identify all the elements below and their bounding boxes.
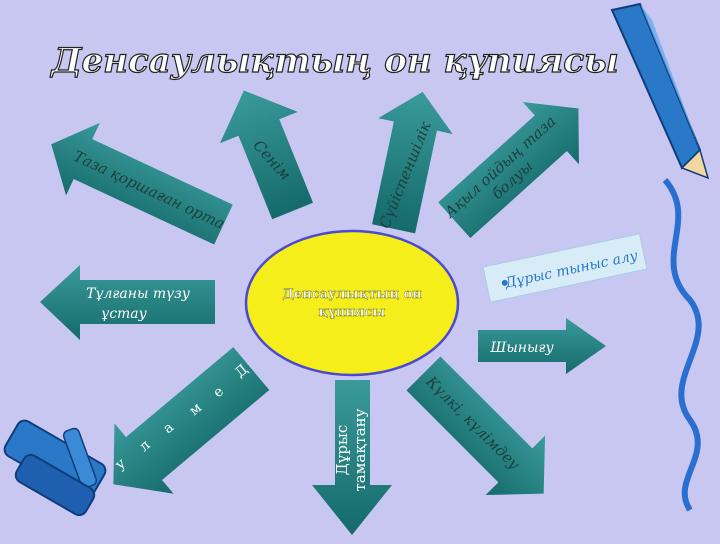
arrow-posture: Тұлғаны түзу ұстау bbox=[40, 265, 215, 340]
arrow-clean-environment: Таза қоршаған орта bbox=[51, 122, 233, 245]
arrow-faith: Сенім bbox=[219, 90, 314, 220]
arrow-rest bbox=[113, 347, 270, 494]
label-diet-line2: тамақтану bbox=[351, 408, 369, 491]
center-label-line2: құпиясы bbox=[319, 305, 386, 320]
arrow-satisfaction: Сүйіспеншілік bbox=[372, 91, 453, 234]
page-title: Денсаулықтың он құпиясы bbox=[49, 41, 618, 81]
arrow-clear-mind: Ақыл ойдың таза болуы bbox=[438, 101, 579, 239]
pen-icon bbox=[610, 2, 710, 512]
label-diet-line1: Дұрыс bbox=[333, 425, 351, 476]
pencils-icon bbox=[3, 419, 107, 517]
arrow-hardening: Шынығу bbox=[478, 318, 606, 374]
label-clean-environment: Таза қоршаған орта bbox=[71, 147, 228, 233]
label-laughter: Күлкі, күлімдеу bbox=[422, 372, 524, 474]
center-topic: Денсаулықтың он құпиясы bbox=[244, 229, 460, 377]
label-hardening: Шынығу bbox=[489, 340, 554, 356]
label-posture-line2: ұстау bbox=[101, 306, 147, 322]
center-label-line1: Денсаулықтың он bbox=[282, 287, 422, 302]
arrow-laughter: Күлкі, күлімдеу bbox=[406, 356, 546, 496]
arrow-diet: Дұрыс тамақтану bbox=[312, 380, 392, 535]
label-posture-line1: Тұлғаны түзу bbox=[86, 286, 191, 302]
box-breathing: Дұрыс тыныс алу bbox=[482, 233, 648, 303]
